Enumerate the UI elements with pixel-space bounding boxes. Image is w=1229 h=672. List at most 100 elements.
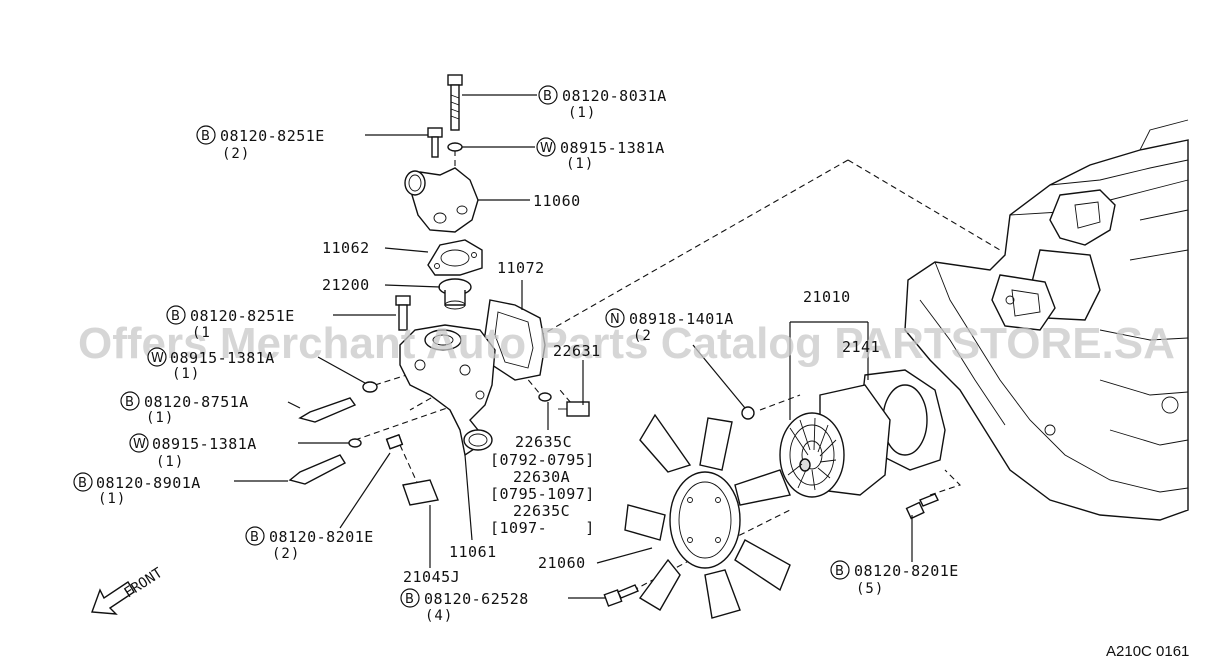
part-qty: (1)	[566, 156, 594, 172]
gasket-11062	[427, 239, 483, 276]
callout-11062[interactable]: 11062	[322, 239, 370, 257]
callout-prefix: W	[151, 351, 164, 366]
callout-prefix: B	[250, 530, 259, 545]
callout-prefix: B	[78, 476, 87, 491]
part-qty: (1)	[146, 410, 174, 426]
washer-top	[447, 142, 463, 152]
front-arrow-icon	[91, 581, 135, 615]
part-number: 08120-8251E	[220, 127, 325, 145]
thermostat-21200	[438, 278, 472, 310]
part-number: 22635C	[513, 502, 570, 520]
part-number: 08918-1401A	[629, 310, 734, 328]
bolt-62528	[603, 584, 639, 607]
bolt-mid-8251e	[395, 295, 411, 331]
part-qty: (2)	[272, 546, 300, 562]
date-range: [1097- ]	[490, 519, 595, 537]
sensor-22631	[538, 392, 590, 417]
part-number: 08120-8201E	[854, 562, 959, 580]
callout-prefix: B	[835, 564, 844, 579]
callout-w-1381a-low[interactable]: W 08915-1381A (1)	[129, 433, 257, 470]
bolt-housing-left	[427, 127, 443, 158]
callout-11060[interactable]: 11060	[533, 192, 581, 210]
figure-code: A210C 0161	[1106, 643, 1189, 660]
callout-21010[interactable]: 21010	[803, 288, 851, 306]
watermark-text: Offers Merchant Auto Parts Catalog PARTS…	[78, 319, 1175, 368]
callout-range-0792: [0792-0795]	[490, 451, 595, 469]
part-number: 22631	[553, 342, 601, 360]
callout-prefix: W	[133, 437, 146, 452]
callout-b-8751a[interactable]: B 08120-8751A (1)	[120, 391, 249, 426]
callout-11072[interactable]: 11072	[497, 259, 545, 277]
callout-b-8031a[interactable]: B 08120-8031A (1)	[538, 85, 667, 121]
part-number: 08120-62528	[424, 590, 529, 608]
part-qty: (2	[633, 328, 652, 344]
part-number: 08120-8031A	[562, 87, 667, 105]
bolt-8201e-right	[905, 493, 939, 520]
callout-prefix: W	[540, 141, 553, 156]
washers-and-bolts-left	[288, 381, 404, 485]
bolt-8201e-left	[385, 434, 404, 450]
part-qty: (5)	[856, 581, 884, 597]
callout-11061[interactable]: 11061	[449, 543, 497, 561]
date-range: [0792-0795]	[490, 451, 595, 469]
part-number: 08120-8901A	[96, 474, 201, 492]
callout-b-8901a[interactable]: B 08120-8901A (1)	[73, 472, 201, 507]
callout-prefix: B	[405, 592, 414, 607]
callout-range-1097: [1097- ]	[490, 519, 595, 537]
part-number: 22635C	[515, 433, 572, 451]
part-number: 08120-8201E	[269, 528, 374, 546]
front-label: FRONT	[121, 565, 166, 602]
part-qty: (1)	[156, 454, 184, 470]
part-number: 21010	[803, 288, 851, 306]
callout-22635c-b[interactable]: 22635C	[513, 502, 570, 520]
callout-22631[interactable]: 22631	[553, 342, 601, 360]
nut-1401a	[741, 406, 755, 420]
callout-prefix: B	[543, 89, 552, 104]
callout-22635c-a[interactable]: 22635C	[515, 433, 572, 451]
callout-2141[interactable]: 2141	[842, 338, 880, 356]
callout-b-8201e-left[interactable]: B 08120-8201E (2)	[245, 526, 374, 562]
part-qty: (1)	[98, 491, 126, 507]
engine-block-illustration	[904, 119, 1189, 521]
plate-21045j	[402, 479, 439, 506]
water-pump-pulley-21010	[779, 369, 946, 498]
water-pump-body	[399, 324, 496, 457]
callout-21200[interactable]: 21200	[322, 276, 370, 294]
part-qty: (4)	[425, 608, 453, 624]
long-bolt-top	[447, 74, 463, 131]
callout-b-8251e-top[interactable]: B 08120-8251E (2)	[196, 125, 325, 162]
callout-n-1401a[interactable]: N 08918-1401A (2	[605, 308, 734, 344]
date-range: [0795-1097]	[490, 485, 595, 503]
callout-prefix: N	[610, 312, 620, 327]
part-number: 11060	[533, 192, 581, 210]
callout-w-1381a-mid[interactable]: W 08915-1381A (1)	[147, 347, 275, 382]
callout-prefix: B	[201, 129, 210, 144]
part-number: 21045J	[403, 568, 460, 586]
part-number: 08120-8751A	[144, 393, 249, 411]
leader-lines	[234, 94, 913, 599]
part-number: 21060	[538, 554, 586, 572]
part-qty: (2)	[222, 146, 250, 162]
callout-b-8251e-mid[interactable]: B 08120-8251E (1	[166, 305, 295, 341]
part-number: 22630A	[513, 468, 570, 486]
water-outlet-housing	[404, 167, 479, 233]
part-qty: (1	[192, 325, 211, 341]
callout-range-0795: [0795-1097]	[490, 485, 595, 503]
callout-prefix: B	[125, 395, 134, 410]
fan-21060	[624, 413, 791, 619]
callout-b-62528[interactable]: B 08120-62528 (4)	[400, 588, 529, 624]
callout-21060[interactable]: 21060	[538, 554, 586, 572]
part-number: 21200	[322, 276, 370, 294]
part-number: 11061	[449, 543, 497, 561]
part-number: 08915-1381A	[170, 349, 275, 367]
callout-prefix: B	[171, 309, 180, 324]
front-direction-indicator: FRONT	[91, 565, 166, 615]
callout-b-8201e-right[interactable]: B 08120-8201E (5)	[830, 560, 959, 597]
callout-22630a[interactable]: 22630A	[513, 468, 570, 486]
callout-21045j[interactable]: 21045J	[403, 568, 460, 586]
part-number: 11072	[497, 259, 545, 277]
part-qty: (1)	[568, 105, 596, 121]
callout-w-1381a-top[interactable]: W 08915-1381A (1)	[536, 137, 665, 172]
part-number: 2141	[842, 338, 880, 356]
